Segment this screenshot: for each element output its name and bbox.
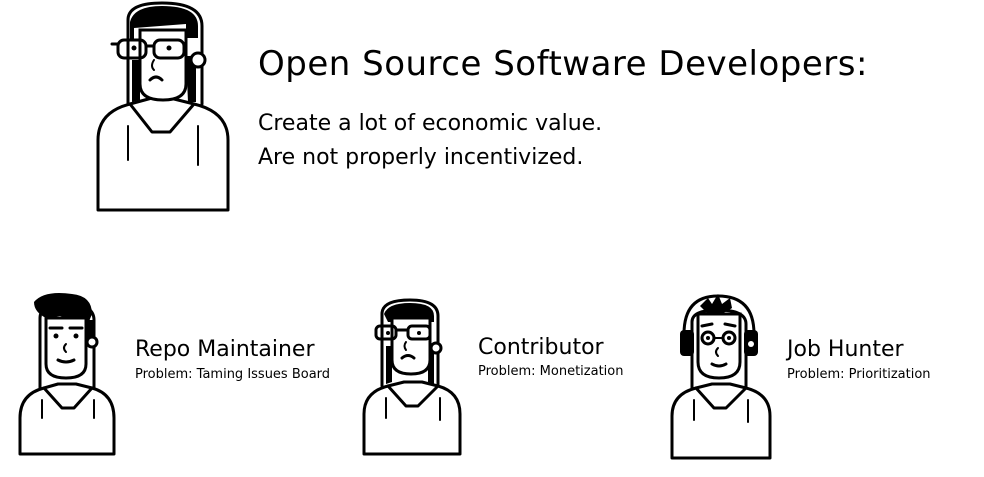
repo-maintainer-illustration: [18, 293, 116, 456]
developer-illustration: [96, 1, 230, 212]
summary-line-2: Are not properly incentivized.: [258, 145, 584, 170]
contributor-illustration: [362, 298, 462, 456]
role-name-repo-maintainer: Repo Maintainer: [135, 337, 315, 362]
role-name-contributor: Contributor: [478, 335, 604, 360]
job-hunter-illustration: [670, 294, 772, 460]
role-problem-repo-maintainer: Problem: Taming Issues Board: [135, 367, 331, 382]
role-problem-job-hunter: Problem: Prioritization: [787, 367, 931, 382]
page-title: Open Source Software Developers:: [258, 44, 868, 84]
summary-line-1: Create a lot of economic value.: [258, 111, 603, 136]
role-name-job-hunter: Job Hunter: [787, 337, 904, 362]
role-problem-contributor: Problem: Monetization: [478, 364, 624, 379]
